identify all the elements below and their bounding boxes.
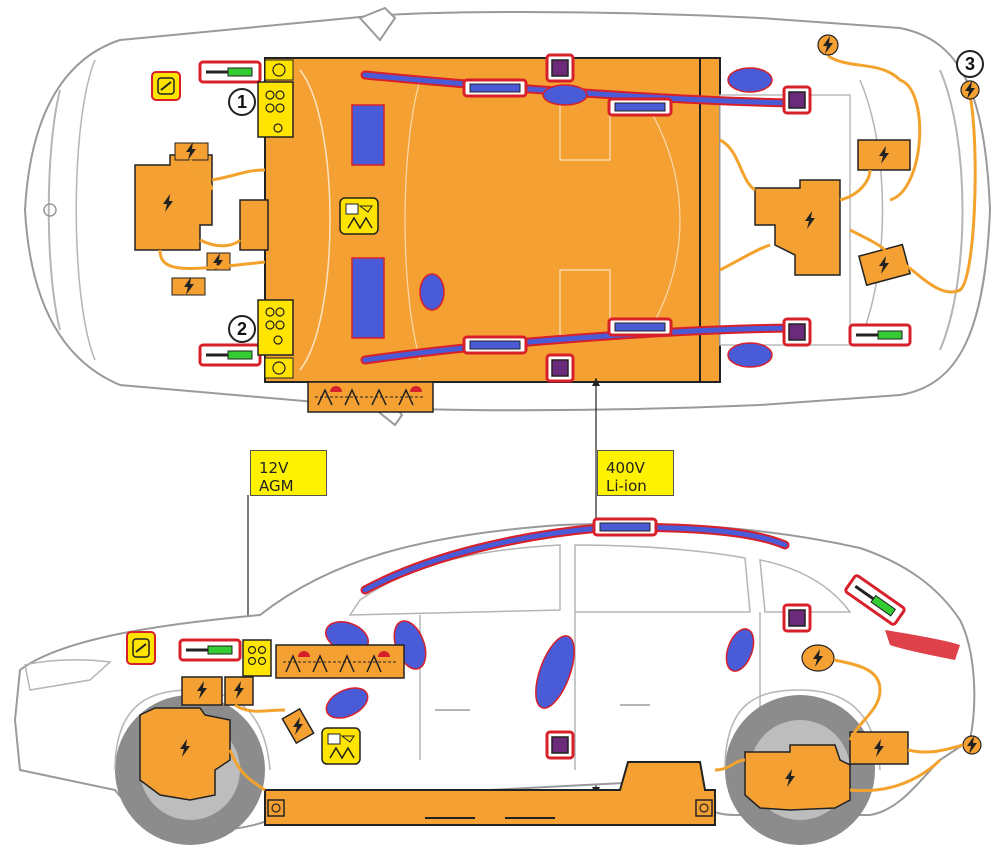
callout-12v-line2: AGM	[259, 477, 294, 495]
front-motor-side	[139, 676, 315, 801]
seat-belt-strip-top	[307, 381, 434, 413]
knee-airbag	[419, 273, 445, 311]
seat-belt-strip-side	[275, 644, 405, 679]
callout-400v-line1: 400V	[606, 459, 645, 477]
rear-motor-top	[719, 34, 980, 294]
belt-tensioner-top-3	[782, 317, 812, 347]
front-airbag-lower	[351, 257, 385, 339]
marker-3: 3	[956, 50, 984, 78]
callout-400v-li-ion: 400V Li-ion	[597, 450, 674, 496]
battery-12v-side	[126, 631, 156, 665]
front-battery-icon-top	[151, 71, 181, 101]
hood-strut-left	[198, 60, 262, 84]
belt-tensioner-top-2	[782, 85, 812, 115]
front-seat-module-upper	[257, 59, 294, 138]
callout-400v-line2: Li-ion	[606, 477, 647, 495]
tailgate-strut-top	[848, 323, 912, 347]
belt-tensioner-side-2	[782, 603, 812, 633]
callout-12v-agm: 12V AGM	[250, 450, 327, 496]
seat-module-side	[242, 639, 272, 677]
belt-tensioner-top-4	[545, 353, 575, 383]
belt-tensioner-side-1	[545, 730, 575, 760]
side-view-car	[13, 517, 982, 845]
roof-strut-side	[592, 517, 658, 537]
hood-strut-right	[198, 343, 262, 367]
top-view-car	[23, 6, 992, 427]
hv-battery-pack	[264, 761, 716, 826]
front-seat-module-lower	[257, 299, 294, 379]
belt-tensioner-top-1	[545, 53, 575, 83]
front-module-top	[134, 142, 269, 296]
marker-1: 1	[228, 88, 256, 116]
rear-motor-side	[714, 644, 982, 811]
airbag-control-unit-side	[321, 727, 361, 765]
marker-2: 2	[228, 315, 256, 343]
hood-strut-side	[178, 638, 242, 662]
callout-12v-line1: 12V	[259, 459, 289, 477]
front-airbag-upper	[351, 104, 385, 166]
airbag-control-unit-top	[339, 197, 379, 235]
